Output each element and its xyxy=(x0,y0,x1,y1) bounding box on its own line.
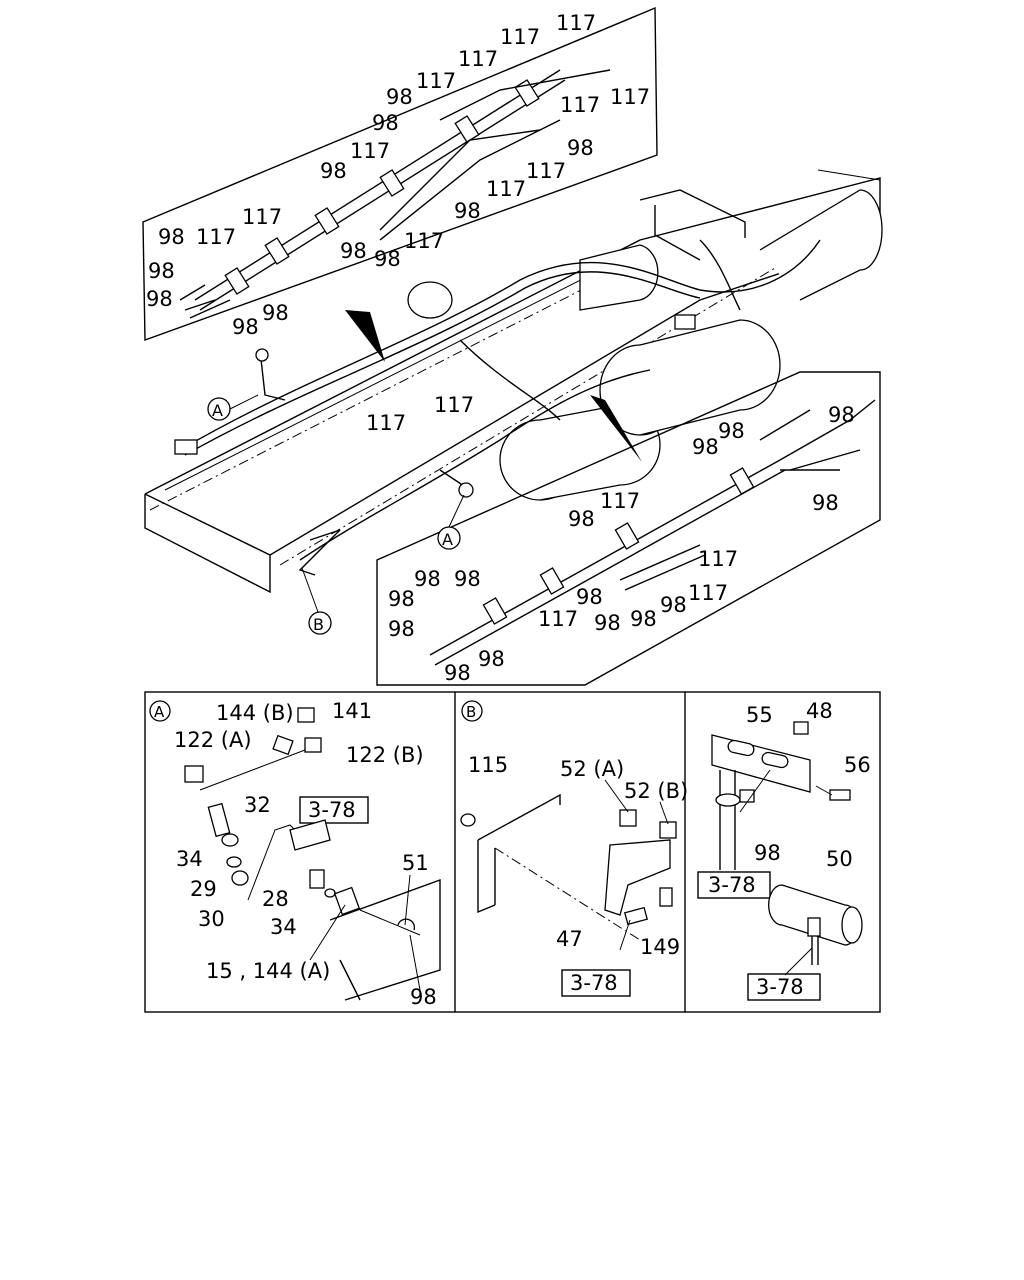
callout: 117 xyxy=(600,489,640,513)
part-label: 149 xyxy=(640,935,680,959)
right-harness-panel xyxy=(376,371,881,686)
callout: 117 xyxy=(500,25,540,49)
detail-panels xyxy=(144,691,881,1013)
top-harness-panel xyxy=(142,6,658,341)
detail-a: A 144 (B) 141 122 (A) 122 (B) 32 34 29 3… xyxy=(149,699,441,1009)
part-label: 144 (B) xyxy=(216,701,294,725)
detail-b-letter: B xyxy=(466,703,476,721)
part-label: 122 (A) xyxy=(174,728,252,752)
part-label: 34 xyxy=(270,915,297,939)
callout: 98 xyxy=(478,647,505,671)
callout: 98 xyxy=(454,567,481,591)
callout: 98 xyxy=(158,225,185,249)
part-label: 122 (B) xyxy=(346,743,424,767)
callout: 98 xyxy=(146,287,173,311)
callout: 98 xyxy=(320,159,347,183)
callout: 98 xyxy=(576,585,603,609)
callout: 117 xyxy=(610,85,650,109)
callout: 98 xyxy=(812,491,839,515)
callout: 117 xyxy=(434,393,474,417)
callout: 98 xyxy=(718,419,745,443)
callout: 117 xyxy=(404,229,444,253)
callout: 98 xyxy=(374,247,401,271)
callout: 117 xyxy=(366,411,406,435)
detail-b: B 115 52 (A) 52 (B) 47 149 3-78 xyxy=(460,700,688,997)
detail-c: 55 48 56 98 50 3-78 3-78 xyxy=(697,699,871,1001)
callout: 117 xyxy=(458,47,498,71)
part-label: 98 xyxy=(754,841,781,865)
callouts-top-panel: 117 117 117 117 117 98 117 98 117 98 117… xyxy=(146,11,650,339)
chassis-frame xyxy=(144,169,883,594)
part-label: 52 (B) xyxy=(624,779,688,803)
callout: 117 xyxy=(560,93,600,117)
callout: 98 xyxy=(567,136,594,160)
callout: 117 xyxy=(538,607,578,631)
callout: 98 xyxy=(388,587,415,611)
callout: 98 xyxy=(232,315,259,339)
ref-box-a: 3-78 xyxy=(308,798,356,822)
part-label: 34 xyxy=(176,847,203,871)
ref-box-c1: 3-78 xyxy=(708,873,756,897)
callout: 117 xyxy=(526,159,566,183)
part-label: 51 xyxy=(402,851,429,875)
callout: 98 xyxy=(444,661,471,685)
callout: 98 xyxy=(692,435,719,459)
callouts-right-panel: 98 98 98 98 117 98 117 98 98 98 98 98 98… xyxy=(388,403,855,685)
part-label: 56 xyxy=(844,753,871,777)
callout: 98 xyxy=(372,111,399,135)
part-label: 55 xyxy=(746,703,773,727)
part-label: 32 xyxy=(244,793,271,817)
ref-box-c2: 3-78 xyxy=(756,975,804,999)
part-label: 50 xyxy=(826,847,853,871)
callout: 117 xyxy=(698,547,738,571)
callout: 98 xyxy=(454,199,481,223)
callout: 98 xyxy=(568,507,595,531)
callout: 98 xyxy=(828,403,855,427)
callout: 98 xyxy=(660,593,687,617)
callout: 117 xyxy=(688,581,728,605)
ref-box-b: 3-78 xyxy=(570,971,618,995)
part-label: 47 xyxy=(556,927,583,951)
callout: 117 xyxy=(486,177,526,201)
part-label: 48 xyxy=(806,699,833,723)
callout: 98 xyxy=(414,567,441,591)
callout: 98 xyxy=(594,611,621,635)
detail-a-letter: A xyxy=(154,703,165,721)
callout: 98 xyxy=(630,607,657,631)
ref-b-circle: B xyxy=(313,615,324,634)
callout: 117 xyxy=(196,225,236,249)
part-label: 28 xyxy=(262,887,289,911)
callout: 117 xyxy=(242,205,282,229)
part-label: 115 xyxy=(468,753,508,777)
callout: 117 xyxy=(556,11,596,35)
callout: 98 xyxy=(262,301,289,325)
callout: 98 xyxy=(340,239,367,263)
callout: 98 xyxy=(388,617,415,641)
part-label: 52 (A) xyxy=(560,757,624,781)
callout: 98 xyxy=(148,259,175,283)
ref-a-circle: A xyxy=(212,401,223,420)
callout: 98 xyxy=(386,85,413,109)
part-label: 29 xyxy=(190,877,217,901)
part-label: 30 xyxy=(198,907,225,931)
ref-a-circle-2: A xyxy=(442,530,453,549)
part-label: 98 xyxy=(410,985,437,1009)
part-label: 141 xyxy=(332,699,372,723)
callouts-main: 117 117 A A B xyxy=(207,393,474,635)
part-label: 15 , 144 (A) xyxy=(206,959,330,983)
callout: 117 xyxy=(350,139,390,163)
callout: 117 xyxy=(416,69,456,93)
